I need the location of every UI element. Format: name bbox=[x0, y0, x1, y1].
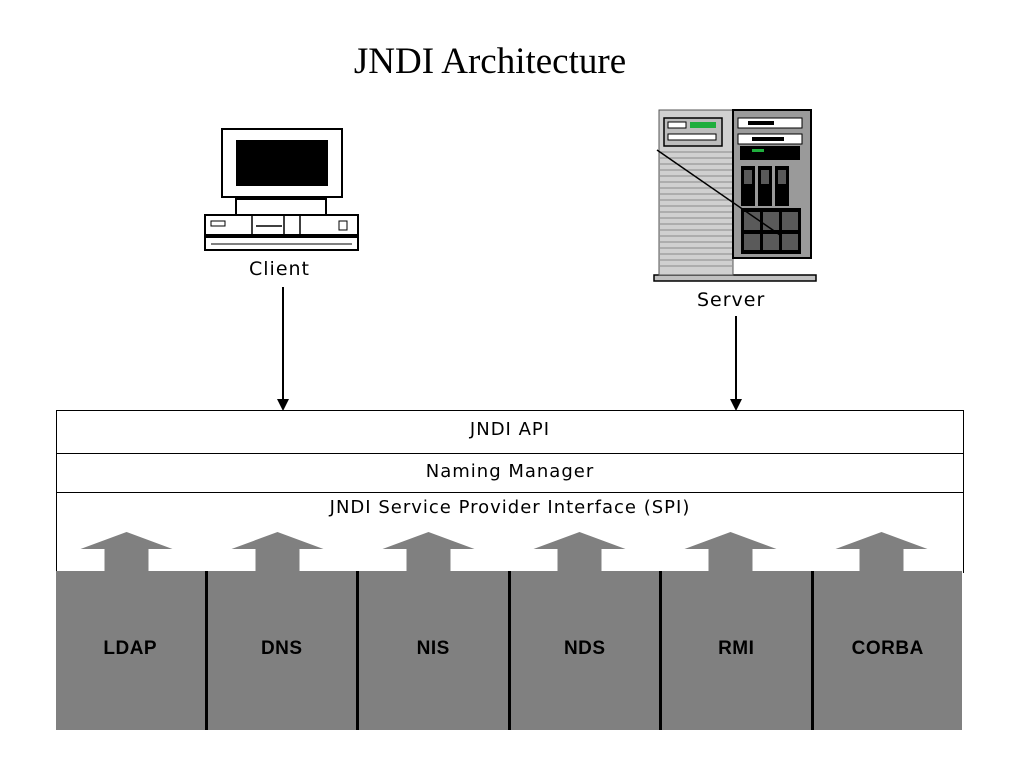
provider-corba: CORBA bbox=[851, 637, 924, 659]
service-provider-row: LDAP DNS NIS NDS RMI CORBA bbox=[56, 571, 962, 730]
up-arrow-ldap bbox=[80, 532, 173, 572]
provider-nds: NDS bbox=[511, 571, 662, 730]
server-label: Server bbox=[697, 289, 766, 311]
server-connector-arrow bbox=[730, 316, 742, 411]
up-arrow-nis bbox=[382, 532, 475, 572]
jndi-layer-stack: JNDI API Naming Manager JNDI Service Pro… bbox=[56, 410, 964, 573]
up-arrow-dns bbox=[231, 532, 324, 572]
client-connector-arrow bbox=[277, 287, 289, 411]
client-label: Client bbox=[249, 258, 311, 280]
provider-rmi: RMI bbox=[662, 571, 814, 730]
provider-dns: DNS bbox=[208, 571, 359, 730]
provider-ldap: LDAP bbox=[56, 571, 208, 730]
up-arrow-rmi bbox=[684, 532, 777, 572]
diagram-title: JNDI Architecture bbox=[353, 41, 627, 82]
up-arrow-corba bbox=[835, 532, 928, 572]
jndi-api-layer: JNDI API bbox=[57, 411, 963, 454]
desktop-computer-icon bbox=[204, 128, 359, 251]
server-tower-icon bbox=[653, 109, 817, 282]
up-arrow-nds bbox=[533, 532, 626, 572]
provider-nis: NIS bbox=[359, 571, 511, 730]
spi-layer: JNDI Service Provider Interface (SPI) bbox=[329, 497, 691, 518]
naming-manager-layer: Naming Manager bbox=[57, 454, 963, 493]
